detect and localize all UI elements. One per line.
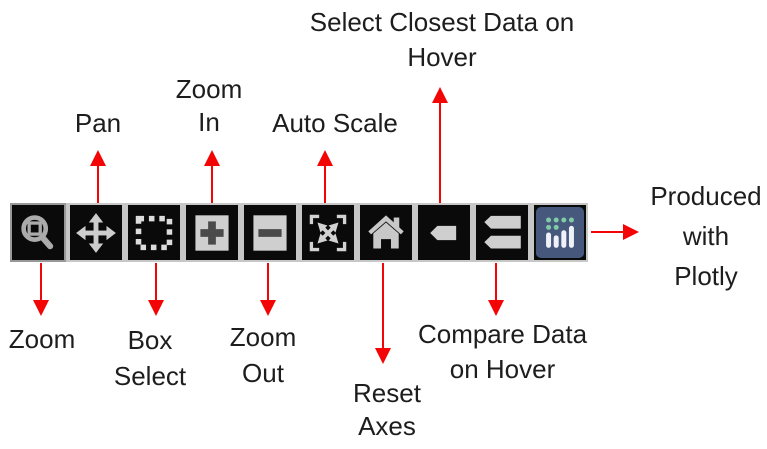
- arrow-shaft: [381, 263, 385, 348]
- arrowhead-down: [488, 300, 504, 316]
- label-line: Zoom: [175, 74, 243, 104]
- arrowhead-up: [317, 150, 333, 166]
- toolbar-button-pan[interactable]: [68, 203, 124, 262]
- arrowhead-up: [90, 150, 106, 166]
- toolbar-button-box-select[interactable]: [126, 203, 182, 262]
- label-line: Zoom: [8, 324, 76, 354]
- zoom-magnifier-icon: [17, 211, 59, 255]
- label-zoom: Zoom: [1, 322, 83, 357]
- arrow-shaft: [96, 166, 100, 203]
- arrow-zoom: [33, 263, 49, 316]
- arrow-compare-hover: [488, 263, 504, 316]
- arrow-select-closest: [432, 87, 448, 203]
- pan-arrows-icon: [75, 211, 117, 255]
- arrow-plotly-credit: [591, 224, 639, 240]
- arrow-box-select: [148, 263, 164, 316]
- auto-scale-expand-icon: [307, 211, 349, 255]
- hover-closest-tag-icon: [423, 211, 465, 255]
- arrow-shaft: [210, 166, 214, 203]
- arrowhead-up: [204, 150, 220, 166]
- toolbar-button-auto-scale[interactable]: [300, 203, 356, 262]
- label-line: Pan: [74, 108, 122, 138]
- arrow-pan: [90, 150, 106, 203]
- arrow-shaft: [266, 263, 270, 300]
- arrow-reset-axes: [375, 263, 391, 364]
- toolbar-button-zoom[interactable]: [10, 203, 66, 262]
- arrow-shaft: [154, 263, 158, 300]
- home-icon: [365, 211, 407, 255]
- arrowhead-right: [623, 224, 639, 240]
- label-line: Select Closest Data on: [309, 7, 575, 37]
- label-zoom-in: Zoom In: [159, 73, 259, 139]
- label-line: on Hover: [449, 354, 556, 384]
- arrow-shaft: [438, 103, 442, 203]
- label-line: Compare Data: [417, 319, 588, 349]
- plotly-modebar: [10, 203, 588, 262]
- label-auto-scale: Auto Scale: [255, 106, 415, 141]
- label-line: Hover: [407, 42, 477, 72]
- plotly-logo-icon: [536, 207, 584, 258]
- label-compare-data-on-hover: Compare Data on Hover: [415, 317, 590, 387]
- toolbar-button-closest-on-hover[interactable]: [416, 203, 472, 262]
- arrowhead-down: [33, 300, 49, 316]
- label-line: In: [198, 107, 220, 137]
- zoom-in-plus-icon: [191, 211, 233, 255]
- label-pan: Pan: [48, 106, 148, 141]
- label-zoom-out: Zoom Out: [213, 319, 313, 391]
- label-line: with: [682, 221, 730, 251]
- toolbar-button-reset-axes[interactable]: [358, 203, 414, 262]
- label-line: Box: [127, 325, 173, 355]
- label-line: Out: [242, 358, 284, 388]
- arrowhead-up: [432, 87, 448, 103]
- hover-compare-tags-icon: [481, 211, 523, 255]
- arrow-zoom-out: [260, 263, 276, 316]
- box-select-dashed-icon: [133, 211, 175, 255]
- arrow-shaft: [39, 263, 43, 300]
- label-line: Axes: [358, 411, 416, 441]
- label-reset-axes: Reset Axes: [337, 377, 437, 443]
- arrow-zoom-in: [204, 150, 220, 203]
- arrow-shaft: [323, 166, 327, 203]
- toolbar-button-compare-on-hover[interactable]: [474, 203, 530, 262]
- arrow-shaft: [494, 263, 498, 300]
- label-box-select: Box Select: [100, 322, 200, 394]
- toolbar-button-zoom-out[interactable]: [242, 203, 298, 262]
- label-select-closest-data-on-hover: Select Closest Data on Hover: [292, 5, 592, 75]
- arrowhead-down: [148, 300, 164, 316]
- label-line: Plotly: [674, 261, 738, 291]
- toolbar-button-zoom-in[interactable]: [184, 203, 240, 262]
- label-line: Select: [113, 361, 187, 391]
- arrowhead-down: [260, 300, 276, 316]
- label-line: Produced: [650, 181, 762, 211]
- label-line: Reset: [353, 378, 421, 408]
- label-line: Auto Scale: [272, 108, 398, 138]
- label-produced-with-plotly: Produced with Plotly: [635, 176, 767, 296]
- zoom-out-minus-icon: [249, 211, 291, 255]
- label-line: Zoom: [229, 322, 297, 352]
- toolbar-button-plotly-logo[interactable]: [532, 203, 588, 262]
- arrowhead-down: [375, 348, 391, 364]
- arrow-auto-scale: [317, 150, 333, 203]
- arrow-shaft: [591, 230, 623, 234]
